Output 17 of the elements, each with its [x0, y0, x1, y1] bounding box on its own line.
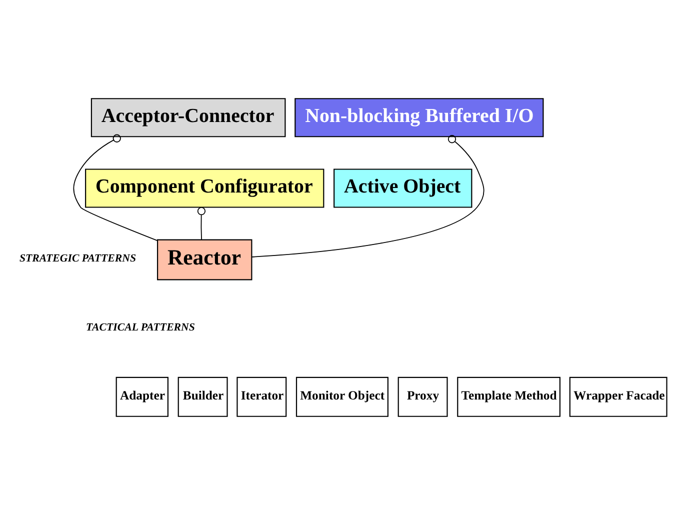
connector	[251, 135, 484, 258]
node-box: Reactor	[157, 239, 252, 280]
node-box: Non-blocking Buffered I/O	[294, 98, 544, 138]
node-box: Builder	[178, 376, 228, 417]
node-box: Proxy	[398, 376, 448, 417]
connector	[73, 134, 158, 242]
node-box: Acceptor-Connector	[90, 98, 286, 138]
label: TACTICAL PATTERNS	[86, 321, 195, 334]
node-box: Active Object	[334, 168, 472, 208]
node-box: Monitor Object	[296, 376, 388, 417]
node-box: Component Configurator	[85, 168, 324, 208]
node-box: Adapter	[116, 376, 168, 417]
connector	[197, 207, 206, 240]
label: STRATEGIC PATTERNS	[19, 252, 136, 265]
node-box: Iterator	[236, 376, 287, 417]
node-box: Template Method	[457, 376, 560, 417]
node-box: Wrapper Facade	[569, 376, 668, 417]
